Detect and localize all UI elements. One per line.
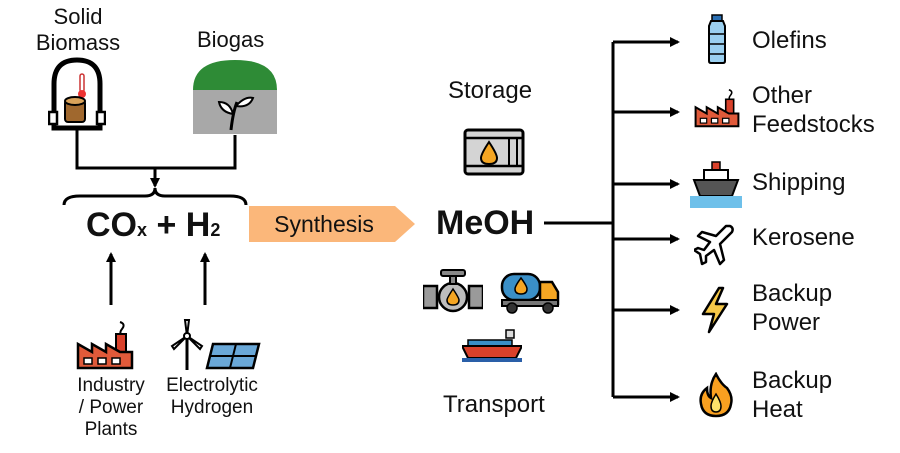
storage-label: Storage bbox=[448, 77, 533, 104]
output-label-olefins: Olefins bbox=[752, 27, 827, 54]
meoh-label: MeOH bbox=[436, 204, 535, 242]
output-label-backup-power: Backup Power bbox=[752, 280, 833, 336]
transport-label: Transport bbox=[443, 391, 545, 418]
wind-turbine-icon bbox=[170, 319, 204, 370]
output-label-shipping: Shipping bbox=[752, 169, 846, 196]
airplane-icon bbox=[694, 224, 734, 266]
furnace-icon bbox=[48, 57, 106, 131]
output-label-other-feedstocks: Other Feedstocks bbox=[752, 82, 875, 138]
synthesis-label: Synthesis bbox=[274, 211, 374, 237]
storage-tank-icon bbox=[463, 128, 525, 176]
ship-icon bbox=[690, 161, 742, 208]
factory-icon bbox=[76, 321, 134, 370]
synthesis-arrow bbox=[249, 206, 415, 242]
tanker-truck-icon bbox=[500, 272, 560, 314]
bottle-icon bbox=[708, 14, 726, 64]
industry-label: Industry / Power Plants bbox=[77, 375, 145, 440]
factory-icon bbox=[694, 89, 740, 128]
cargo-ship-icon bbox=[462, 329, 522, 362]
electrolytic-label: Electrolytic Hydrogen bbox=[166, 375, 258, 418]
reactant-formula: COx + H2 bbox=[86, 206, 221, 244]
lightning-icon bbox=[701, 286, 729, 334]
solar-panel-icon bbox=[205, 342, 261, 370]
pipeline-valve-icon bbox=[423, 269, 483, 313]
brace bbox=[62, 187, 248, 206]
flame-icon bbox=[699, 372, 733, 418]
output-label-kerosene: Kerosene bbox=[752, 224, 855, 251]
solid-biomass-label: Solid Biomass bbox=[35, 4, 121, 55]
biogas-label: Biogas bbox=[197, 27, 265, 52]
output-label-backup-heat: Backup Heat bbox=[752, 367, 833, 423]
biogas-plant-icon bbox=[193, 60, 277, 134]
